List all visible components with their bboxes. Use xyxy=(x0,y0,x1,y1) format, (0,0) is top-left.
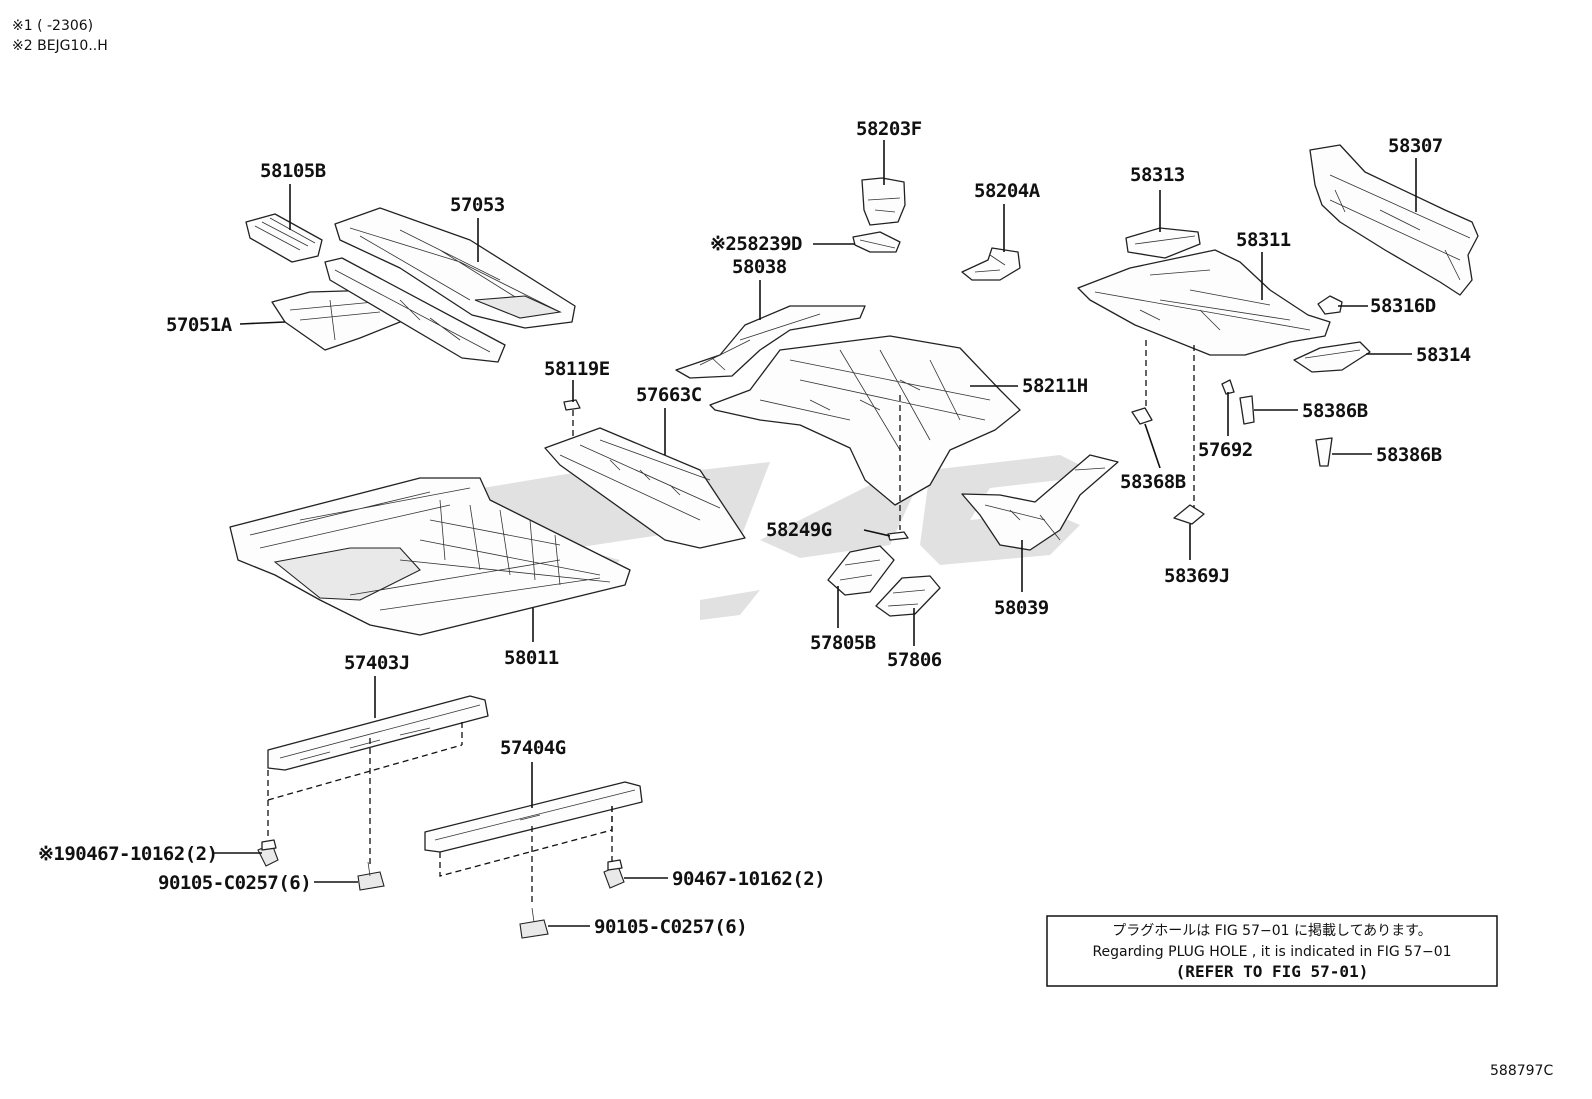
fastener-90467-right[interactable] xyxy=(603,859,625,889)
label-58249G: 58249G xyxy=(766,519,832,541)
label-57806: 57806 xyxy=(887,649,942,671)
label-fastener-90467-left: ※190467-10162(2) xyxy=(38,843,218,865)
label-58368B: 58368B xyxy=(1120,471,1186,493)
part-57663C[interactable] xyxy=(544,427,746,549)
label-fastener-90467-right: 90467-10162(2) xyxy=(672,868,825,890)
label-58011: 58011 xyxy=(504,647,559,669)
part-58203F[interactable] xyxy=(861,177,906,226)
part-57404G[interactable] xyxy=(424,781,643,853)
label-57692: 57692 xyxy=(1198,439,1253,461)
part-58038[interactable] xyxy=(675,305,866,379)
label-58119E: 58119E xyxy=(544,358,610,380)
label-57404G: 57404G xyxy=(500,737,566,759)
label-58038: 58038 xyxy=(732,256,787,278)
label-58307: 58307 xyxy=(1388,135,1443,157)
label-58314: 58314 xyxy=(1416,344,1471,366)
label-58211H: 58211H xyxy=(1022,375,1088,397)
part-58105B[interactable] xyxy=(245,213,323,263)
notice-line-en: Regarding PLUG HOLE , it is indicated in… xyxy=(1092,944,1451,960)
part-57051A[interactable] xyxy=(271,257,506,363)
notice-refer: (REFER TO FIG 57-01) xyxy=(1176,962,1369,981)
note-1: ※1 ( -2306) xyxy=(12,18,93,34)
label-58239D: ※258239D xyxy=(710,233,802,255)
label-57051A: 57051A xyxy=(166,314,233,336)
part-58119E[interactable] xyxy=(563,399,581,411)
label-58203F: 58203F xyxy=(856,118,922,140)
part-58307[interactable] xyxy=(1309,144,1479,296)
part-58369J[interactable] xyxy=(1173,504,1205,525)
part-57805B[interactable] xyxy=(827,545,895,596)
part-58316D[interactable] xyxy=(1317,295,1343,315)
part-57053[interactable] xyxy=(334,207,576,329)
label-58386B-upper: 58386B xyxy=(1302,400,1368,422)
part-58386B-upper[interactable] xyxy=(1239,395,1255,425)
part-58313[interactable] xyxy=(1125,227,1201,259)
label-57053: 57053 xyxy=(450,194,505,216)
part-57806[interactable] xyxy=(875,575,941,617)
part-57403J[interactable] xyxy=(267,695,489,771)
part-57692[interactable] xyxy=(1221,379,1235,395)
part-58368B[interactable] xyxy=(1131,407,1153,425)
fastener-90105-left[interactable] xyxy=(357,861,385,891)
label-58313: 58313 xyxy=(1130,164,1185,186)
notice-line-jp: プラグホールは FIG 57−01 に掲載してあります。 xyxy=(1112,923,1432,939)
label-58204A: 58204A xyxy=(974,180,1041,202)
part-58249G[interactable] xyxy=(887,531,909,541)
part-58211H[interactable] xyxy=(709,335,1021,506)
label-58311: 58311 xyxy=(1236,229,1291,251)
dashed-guides xyxy=(267,340,1195,906)
part-58386B-lower[interactable] xyxy=(1315,437,1333,467)
fastener-90105-bottom[interactable] xyxy=(519,907,549,939)
part-labels: 58105B 57053 57051A 58203F ※258239D 5803… xyxy=(38,118,1471,938)
label-57403J: 57403J xyxy=(344,652,410,674)
part-58239D[interactable] xyxy=(852,231,901,253)
part-58204A[interactable] xyxy=(961,247,1021,281)
label-58105B: 58105B xyxy=(260,160,326,182)
plug-hole-notice: プラグホールは FIG 57−01 に掲載してあります。 Regarding P… xyxy=(1046,915,1498,987)
label-58386B-lower: 58386B xyxy=(1376,444,1442,466)
leader-lines xyxy=(212,140,1417,927)
part-58314[interactable] xyxy=(1293,341,1371,373)
note-2: ※2 BEJG10..H xyxy=(12,38,108,54)
figure-id: 588797C xyxy=(1490,1063,1553,1079)
label-58369J: 58369J xyxy=(1164,565,1230,587)
label-57805B: 57805B xyxy=(810,632,876,654)
label-fastener-90105-left: 90105-C0257(6) xyxy=(158,872,311,894)
label-fastener-90105-bottom: 90105-C0257(6) xyxy=(594,916,747,938)
label-58039: 58039 xyxy=(994,597,1049,619)
fastener-90467-left[interactable] xyxy=(257,839,279,867)
label-58316D: 58316D xyxy=(1370,295,1436,317)
part-58011[interactable] xyxy=(229,477,631,636)
part-58039[interactable] xyxy=(961,454,1119,551)
part-58311[interactable] xyxy=(1077,249,1331,356)
label-57663C: 57663C xyxy=(636,384,702,406)
